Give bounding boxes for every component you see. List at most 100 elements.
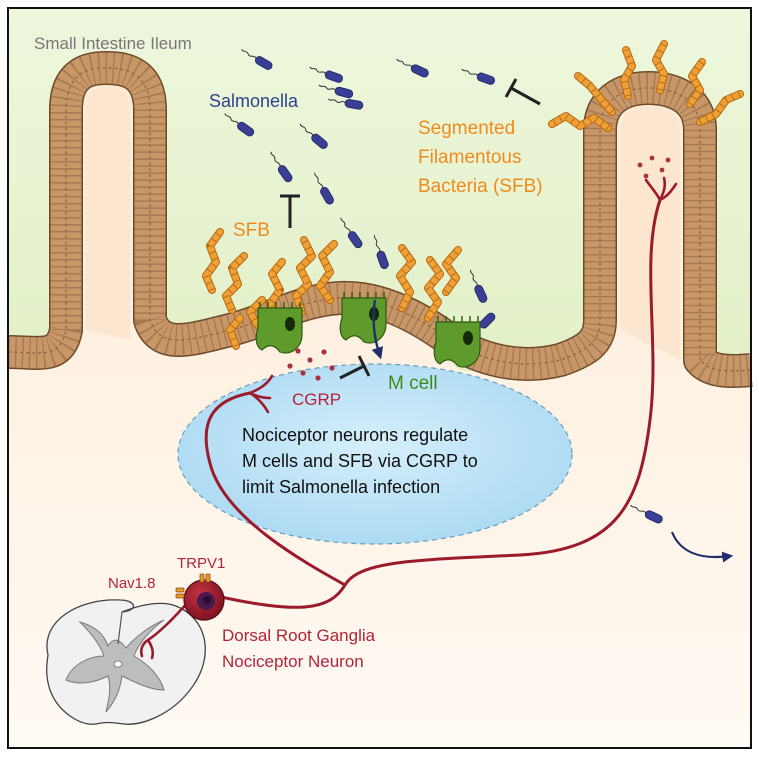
salmonella-body [479,312,496,329]
spinal-cord-dorsal-fissure [117,611,123,645]
salmonella-5 [396,58,429,78]
neuron-axon [211,199,662,609]
salmonella-body [334,86,354,99]
nav18-channel [175,587,185,599]
trpv1-label: TRPV1 [177,555,225,572]
cgrp-dots-villus [637,155,671,179]
m-cell-body [255,307,303,354]
sfb-filament-2-fill [223,253,247,313]
drg-label-line1: Dorsal Root Ganglia [222,626,376,645]
sfb-filament-6-fill [397,245,415,311]
m-cell-nucleus [463,331,473,345]
sfb-filament-7-fill [425,257,443,321]
cgrp-label: CGRP [292,390,341,409]
salmonella-2 [309,66,343,83]
sfb-filament-4-segments [292,238,316,314]
salmonella-12 [373,234,389,269]
sfb-filaments [202,40,744,350]
salmonella-flagellum [299,123,314,136]
salmonella-11 [340,217,363,249]
inhibition-sfb-top [504,78,541,106]
m-cell-microfolds [437,316,479,322]
salmonella-flagellum [318,84,336,91]
sfb-filament-13-fill [687,59,705,107]
salmonella-body [320,187,334,205]
sfb-filament-16-fill [247,297,265,329]
sfb-label-line2: Filamentous [418,147,522,168]
salmonella-body [644,510,663,524]
epithelium-cell-borders [7,52,753,387]
salmonella-flagellum [396,58,413,68]
salmonella-6 [461,68,495,85]
sfb-label-line1: Segmented [418,118,515,139]
salmonella-3 [318,84,354,99]
salmonella-4 [328,98,364,110]
salmonella-13 [470,269,488,303]
nav18-label: Nav1.8 [108,575,156,592]
m-cell-1 [255,302,303,354]
m-cell-microfolds [343,292,385,298]
salmonella-body [410,64,429,78]
m-cell-label: M cell [388,373,438,394]
cgrp-dots-lamina [287,348,335,381]
salmonella-15 [630,504,663,524]
lumen-background [8,8,751,372]
nociceptor-neuron [204,155,678,609]
salmonella-exit-arrow [670,531,734,563]
sfb-label-line3: Bacteria (SFB) [418,176,543,197]
salmonella-entry-arrow [371,299,384,360]
salmonella-flagellum [314,172,324,189]
summary-line2: M cells and SFB via CGRP to [242,451,478,471]
m-cell-3 [433,316,481,368]
inhibition-cgrp-on-mcell [339,355,371,380]
sfb-filament-15-fill [227,315,243,349]
inhibition-sfb-on-salmonella [280,194,300,228]
salmonella-flagellum [309,66,326,74]
sfb-filament-5-fill [317,241,337,303]
trpv1-receptor [199,573,211,583]
summary-ellipse [177,363,573,545]
salmonella-flagellum [340,217,351,233]
salmonella-flagellum [461,68,478,76]
salmonella-body [476,72,495,85]
salmonella-8 [299,123,328,149]
salmonella-bacteria [224,48,663,524]
salmonella-9 [270,151,293,183]
salmonella-body [311,133,328,149]
m-cell-body [339,297,387,344]
soma-nucleolus [203,596,211,604]
neuron-central-branch [204,391,346,587]
summary-line1: Nociceptor neurons regulate [242,425,468,445]
m-cell-microfolds [259,302,301,308]
drg-label-line2: Nociceptor Neuron [222,652,364,671]
m-cell-2 [339,292,387,344]
m-cell-nucleus [285,317,295,331]
spinal-cord [46,598,206,725]
sfb-filament-10-fill [575,73,615,115]
epithelium-nuclei-row [7,67,752,372]
salmonella-7 [224,113,255,137]
spinal-cord-central-canal [113,660,123,668]
salmonella-body [324,70,343,83]
sfb-short-label: SFB [233,220,270,241]
drg-soma [175,573,225,621]
salmonella-10 [314,172,334,205]
salmonella-body [255,56,273,70]
salmonella-body [237,121,255,137]
villus-core-left [86,86,130,340]
sfb-filament-9-fill [549,113,611,131]
sfb-filament-1-fill [203,229,223,293]
salmonella-body [344,99,364,110]
salmonella-body [376,250,389,269]
title-label: Small Intestine Ileum [34,34,192,53]
figure-border [7,7,752,749]
salmonella-flagellum [470,269,478,286]
sfb-filament-8-fill [443,247,461,295]
salmonella-body [474,284,488,303]
salmonella-1 [241,48,273,70]
sfb-filament-3-segments [266,259,285,322]
salmonella-flagellum [328,98,346,104]
villus-core-right [620,106,680,360]
